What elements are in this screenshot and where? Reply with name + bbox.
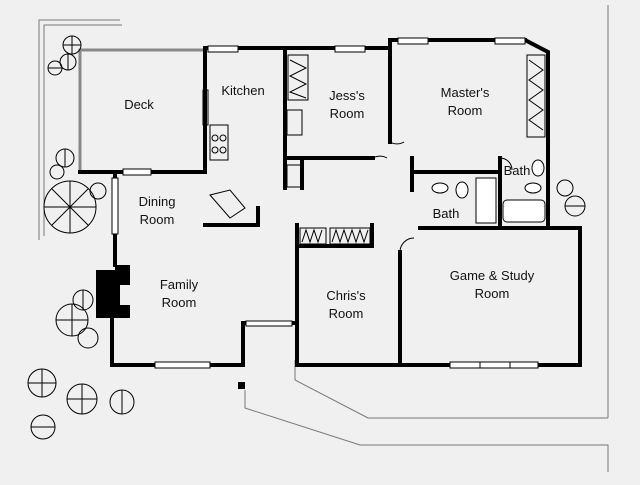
room-name-line1: Game & Study xyxy=(449,268,535,283)
room-name-line2: Room xyxy=(328,306,364,321)
tree-icon xyxy=(27,368,57,398)
room-label-jess: Jess's Room xyxy=(329,87,365,123)
bath-fixtures xyxy=(431,159,546,224)
room-label-dining: Dining Room xyxy=(139,193,176,229)
room-name-line1: Master's xyxy=(440,85,490,100)
doors xyxy=(372,141,513,253)
room-label-family: Family Room xyxy=(160,276,198,312)
kitchen-fixtures xyxy=(202,89,303,219)
tree-icon xyxy=(55,148,75,168)
room-name: Bath xyxy=(432,206,460,221)
room-label-kitchen: Kitchen xyxy=(221,82,264,100)
tree-icon xyxy=(59,53,77,71)
room-label-bath-hall: Bath xyxy=(433,205,460,223)
room-name-line1: Jess's xyxy=(329,88,365,103)
room-name-line2: Room xyxy=(447,103,483,118)
room-name: Bath xyxy=(503,163,531,178)
tree-icon xyxy=(47,60,63,76)
tree-icon xyxy=(49,164,65,180)
tree-icon xyxy=(55,303,89,337)
property-lines xyxy=(38,5,609,472)
room-name-line1: Family xyxy=(159,277,199,292)
room-name-line2: Room xyxy=(329,106,365,121)
tree-icon xyxy=(556,179,574,197)
tree-icon xyxy=(43,180,97,234)
tree-icon xyxy=(72,289,94,311)
landscape-trees xyxy=(27,35,586,440)
room-name: Deck xyxy=(124,97,154,112)
room-label-chris: Chris's Room xyxy=(326,287,365,323)
closets xyxy=(287,54,546,245)
room-name-line1: Chris's xyxy=(326,288,366,303)
room-name-line2: Room xyxy=(161,295,197,310)
tree-icon xyxy=(30,414,56,440)
fireplace xyxy=(96,265,130,318)
tree-icon xyxy=(564,195,586,217)
room-label-game-study: Game & Study Room xyxy=(450,267,535,303)
windows xyxy=(111,37,539,369)
room-name: Kitchen xyxy=(221,83,265,98)
entry-post xyxy=(238,382,245,389)
tree-icon xyxy=(77,327,99,349)
room-label-bath-master: Bath xyxy=(504,162,531,180)
tree-icon xyxy=(89,182,107,200)
room-label-master: Master's Room xyxy=(441,84,490,120)
tree-icon xyxy=(66,383,98,415)
room-name-line2: Room xyxy=(474,286,510,301)
tree-icon xyxy=(62,35,82,55)
room-label-deck: Deck xyxy=(124,96,154,114)
room-name-line2: Room xyxy=(139,212,175,227)
tree-icon xyxy=(109,389,135,415)
room-name-line1: Dining xyxy=(138,194,176,209)
